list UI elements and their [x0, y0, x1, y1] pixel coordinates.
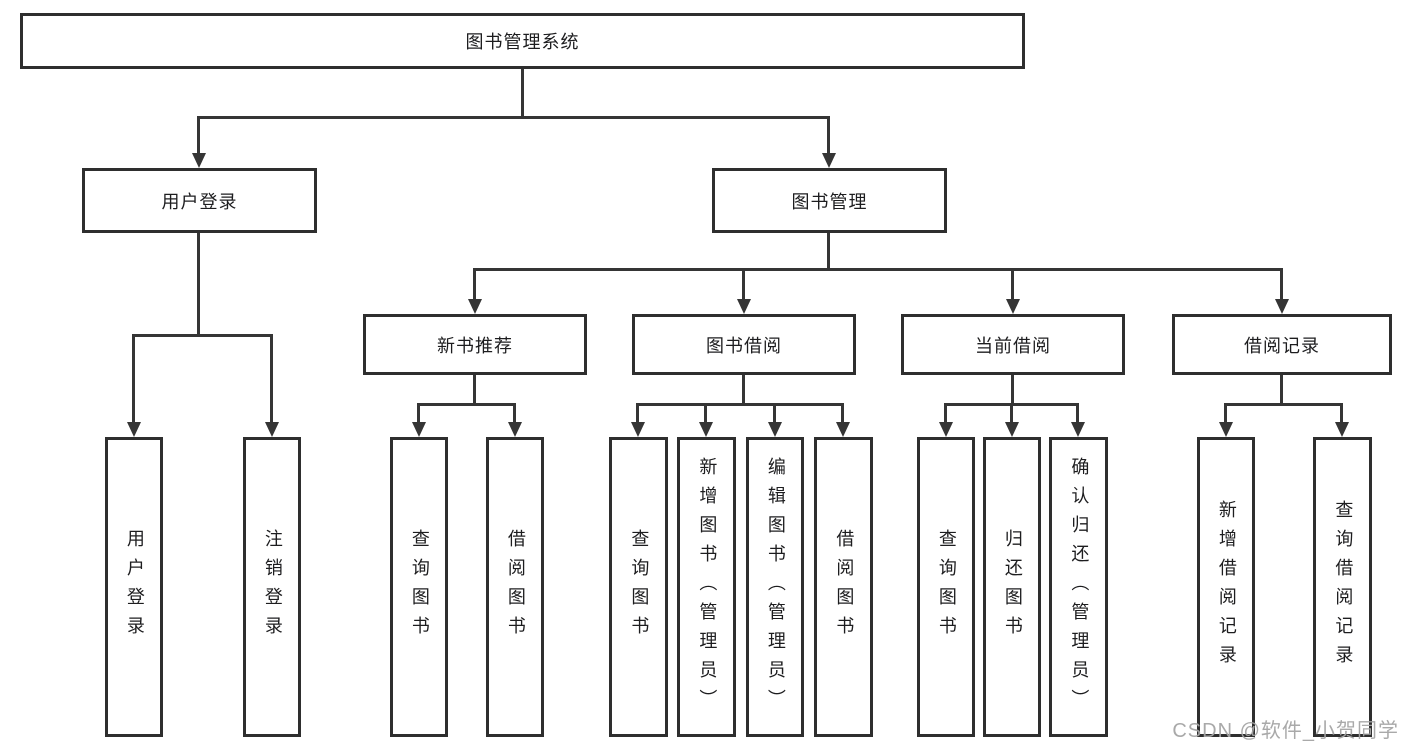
arrow-down-icon [939, 422, 953, 437]
connector-line [197, 230, 200, 336]
connector-line [132, 334, 135, 424]
node-user-login-leaf: 用户登录 [105, 437, 163, 737]
node-label: 注销登录 [262, 529, 283, 645]
arrow-down-icon [265, 422, 279, 437]
connector-line [704, 403, 707, 424]
connector-line [1011, 268, 1014, 302]
connector-line [827, 230, 830, 271]
node-return-books: 归还图书 [983, 437, 1041, 737]
node-label: 借阅记录 [1244, 335, 1320, 356]
node-label: 用户登录 [161, 191, 238, 212]
connector-line [197, 116, 200, 155]
node-label: 新书推荐 [437, 335, 513, 356]
node-label: 图书借阅 [706, 335, 782, 356]
arrow-down-icon [1006, 299, 1020, 314]
arrow-down-icon [822, 153, 836, 168]
connector-line [1280, 372, 1283, 406]
connector-line [197, 116, 830, 119]
node-label: 编辑图书（管理员） [765, 456, 786, 718]
arrow-down-icon [768, 422, 782, 437]
node-book-borrowing: 图书借阅 [632, 314, 856, 375]
node-label: 用户登录 [124, 529, 145, 645]
node-label: 新增借阅记录 [1216, 500, 1237, 674]
connector-line [513, 403, 516, 424]
arrow-down-icon [508, 422, 522, 437]
connector-line [417, 403, 516, 406]
connector-line [742, 372, 745, 406]
node-logout: 注销登录 [243, 437, 301, 737]
connector-line [742, 268, 745, 302]
node-query-books-current: 查询图书 [917, 437, 975, 737]
arrow-down-icon [1335, 422, 1349, 437]
connector-line [521, 66, 524, 118]
node-current-borrowing: 当前借阅 [901, 314, 1125, 375]
node-label: 查询图书 [629, 529, 650, 645]
node-borrow-books-recommend: 借阅图书 [486, 437, 544, 737]
node-new-book-recommend: 新书推荐 [363, 314, 587, 375]
connector-line [773, 403, 776, 424]
connector-line [1011, 372, 1014, 406]
node-label: 图书管理系统 [465, 32, 580, 52]
connector-line [1010, 403, 1013, 424]
node-confirm-return-admin: 确认归还（管理员） [1049, 437, 1108, 737]
node-label: 归还图书 [1002, 529, 1023, 645]
node-edit-books-admin: 编辑图书（管理员） [746, 437, 804, 737]
arrow-down-icon [1071, 422, 1085, 437]
connector-line [132, 334, 273, 337]
arrow-down-icon [468, 299, 482, 314]
connector-line [944, 403, 947, 424]
node-label: 查询图书 [409, 529, 430, 645]
connector-line [270, 334, 273, 424]
arrow-down-icon [699, 422, 713, 437]
connector-line [417, 403, 420, 424]
arrow-down-icon [836, 422, 850, 437]
arrow-down-icon [192, 153, 206, 168]
arrow-down-icon [1219, 422, 1233, 437]
arrow-down-icon [1005, 422, 1019, 437]
node-system-root: 图书管理系统 [20, 13, 1025, 69]
node-add-borrow-record: 新增借阅记录 [1197, 437, 1255, 737]
connector-line [827, 116, 830, 155]
connector-line [1340, 403, 1343, 424]
connector-line [636, 403, 844, 406]
connector-line [1280, 268, 1283, 302]
arrow-down-icon [412, 422, 426, 437]
node-label: 当前借阅 [975, 335, 1051, 356]
watermark: CSDN @软件_小贺同学 [1172, 720, 1399, 742]
arrow-down-icon [127, 422, 141, 437]
node-book-management: 图书管理 [712, 168, 947, 233]
connector-line [841, 403, 844, 424]
node-label: 借阅图书 [505, 529, 526, 645]
node-borrowing-records: 借阅记录 [1172, 314, 1392, 375]
node-label: 查询借阅记录 [1333, 500, 1354, 674]
node-query-books-borrowing: 查询图书 [609, 437, 668, 737]
connector-line [1076, 403, 1079, 424]
node-borrow-books-leaf: 借阅图书 [814, 437, 873, 737]
connector-line [473, 372, 476, 406]
node-query-books-recommend: 查询图书 [390, 437, 448, 737]
node-label: 借阅图书 [834, 529, 855, 645]
connector-line [473, 268, 1283, 271]
connector-line [1224, 403, 1343, 406]
node-label: 确认归还（管理员） [1069, 456, 1090, 718]
connector-line [636, 403, 639, 424]
connector-line [473, 268, 476, 302]
node-user-login: 用户登录 [82, 168, 317, 233]
connector-line [1224, 403, 1227, 424]
arrow-down-icon [631, 422, 645, 437]
node-label: 查询图书 [936, 529, 957, 645]
node-add-books-admin: 新增图书（管理员） [677, 437, 736, 737]
arrow-down-icon [1275, 299, 1289, 314]
arrow-down-icon [737, 299, 751, 314]
node-label: 新增图书（管理员） [697, 456, 718, 718]
node-query-borrow-record: 查询借阅记录 [1313, 437, 1372, 737]
node-label: 图书管理 [791, 191, 868, 212]
